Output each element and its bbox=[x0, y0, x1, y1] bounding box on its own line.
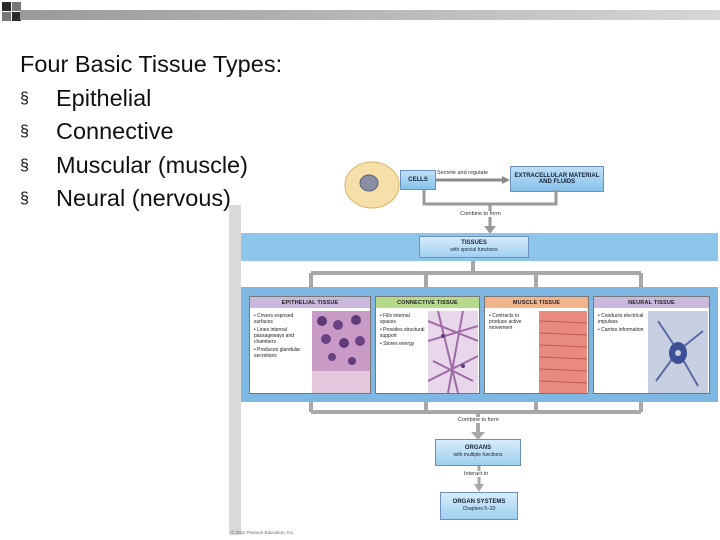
panel-text: • Covers exposed surfaces • Lines intern… bbox=[254, 313, 312, 359]
decor-bar bbox=[20, 10, 720, 20]
cell-illustration bbox=[344, 161, 400, 209]
organs-subtitle: with multiple functions bbox=[453, 452, 503, 458]
slide-heading: Four Basic Tissue Types: bbox=[20, 51, 283, 77]
bullet-glyph: § bbox=[20, 156, 29, 174]
bullet-item: § Epithelial bbox=[20, 82, 282, 116]
panel-epithelial: EPITHELIAL TISSUE • Covers exposed surfa… bbox=[249, 296, 371, 394]
organ-systems-box: ORGAN SYSTEMS Chapters 5–20 bbox=[440, 492, 518, 520]
bullet-item: § Muscular (muscle) bbox=[20, 149, 282, 183]
organ-systems-subtitle: Chapters 5–20 bbox=[462, 506, 496, 512]
bullet-glyph: § bbox=[20, 190, 29, 207]
panel-item: • Contracts to produce active movement bbox=[489, 313, 522, 331]
combine-label-2: Combine to form bbox=[456, 417, 501, 423]
panel-title: CONNECTIVE TISSUE bbox=[376, 297, 479, 308]
decor-square bbox=[12, 12, 21, 21]
bullet-text: Muscular (muscle) bbox=[56, 151, 248, 178]
panel-connective: CONNECTIVE TISSUE • Fills internal space… bbox=[375, 296, 480, 394]
panel-title: EPITHELIAL TISSUE bbox=[250, 297, 370, 308]
organs-title: ORGANS bbox=[464, 445, 492, 451]
panel-item: • Conducts electrical impulses bbox=[598, 313, 644, 325]
panel-text: • Fills internal spaces • Provides struc… bbox=[380, 313, 426, 347]
panel-text: • Contracts to produce active movement bbox=[489, 313, 537, 331]
copyright-text: © 2011 Pearson Education, Inc. bbox=[231, 530, 295, 535]
cells-box: CELLS bbox=[400, 170, 436, 190]
slide-top-decoration bbox=[0, 0, 720, 28]
muscle-micrograph bbox=[539, 311, 587, 393]
secrete-label: Secrete and regulate bbox=[437, 170, 489, 176]
decor-square bbox=[2, 2, 11, 11]
cells-label: CELLS bbox=[408, 177, 428, 183]
organs-box: ORGANS with multiple functions bbox=[435, 439, 521, 466]
panel-item: • Carries information bbox=[598, 327, 644, 333]
panel-item: • Lines internal passageways and chamber… bbox=[254, 327, 295, 345]
connective-micrograph bbox=[428, 311, 478, 393]
tissues-title: TISSUES bbox=[461, 240, 487, 246]
extracellular-box: EXTRACELLULAR MATERIAL AND FLUIDS bbox=[510, 166, 604, 192]
arrow-right bbox=[436, 176, 510, 184]
bullet-glyph: § bbox=[20, 123, 29, 140]
arrow-down bbox=[474, 466, 484, 492]
combine-label: Combine to form bbox=[458, 211, 503, 217]
panel-item: • Stores energy bbox=[380, 341, 415, 347]
bullet-glyph: § bbox=[20, 89, 29, 107]
decor-square bbox=[2, 12, 11, 21]
panel-item: • Covers exposed surfaces bbox=[254, 313, 294, 325]
panel-text: • Conducts electrical impulses • Carries… bbox=[598, 313, 646, 333]
panel-title: NEURAL TISSUE bbox=[594, 297, 709, 308]
neural-micrograph bbox=[648, 311, 708, 393]
interact-label: Interact in bbox=[462, 471, 491, 477]
extracellular-label: EXTRACELLULAR MATERIAL AND FLUIDS bbox=[514, 173, 600, 185]
panel-item: • Provides structural support bbox=[380, 327, 425, 339]
slide-bullet-list: Four Basic Tissue Types: § Epithelial § … bbox=[20, 48, 282, 216]
bullet-text: Neural (nervous) bbox=[56, 185, 232, 211]
bullet-text: Epithelial bbox=[56, 84, 152, 111]
panel-muscle: MUSCLE TISSUE • Contracts to produce act… bbox=[484, 296, 589, 394]
epithelial-micrograph bbox=[312, 311, 370, 393]
merge-arrows bbox=[309, 402, 643, 440]
bullet-text: Connective bbox=[56, 118, 174, 144]
bullet-item: § Connective bbox=[20, 115, 282, 149]
panel-neural: NEURAL TISSUE • Conducts electrical impu… bbox=[593, 296, 710, 394]
panel-title: MUSCLE TISSUE bbox=[485, 297, 588, 308]
organ-systems-title: ORGAN SYSTEMS bbox=[452, 499, 506, 505]
tissues-box: TISSUES with special functions bbox=[419, 236, 529, 258]
figure-edge bbox=[229, 205, 241, 535]
decor-square bbox=[12, 2, 21, 11]
bullet-item: § Neural (nervous) bbox=[20, 182, 282, 216]
tissues-subtitle: with special functions bbox=[450, 247, 498, 253]
panel-item: • Fills internal spaces bbox=[380, 313, 410, 325]
panel-item: • Produces glandular secretions bbox=[254, 347, 301, 359]
